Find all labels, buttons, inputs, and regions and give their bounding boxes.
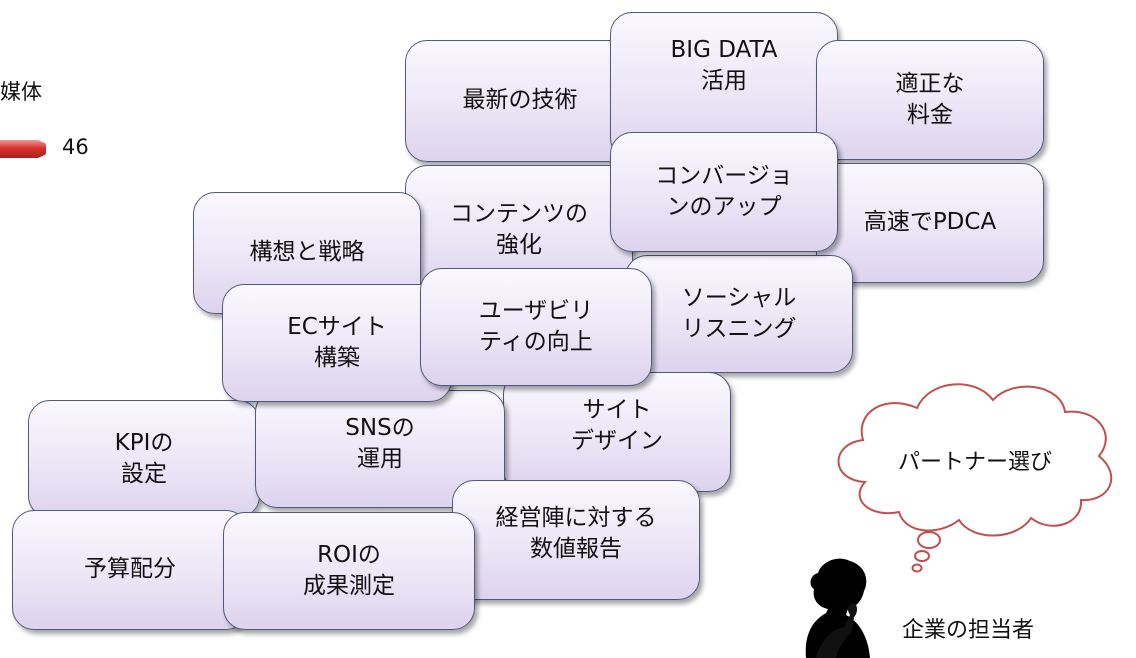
card-roi: ROIの 成果測定 [223,512,475,630]
card-ec-site: ECサイト 構築 [222,284,452,402]
card-usability: ユーザビリ ティの向上 [420,268,652,386]
card-fair-price: 適正な 料金 [816,40,1044,160]
card-budget: 予算配分 [12,510,248,630]
card-social-listening: ソーシャル リスニング [625,255,853,373]
person-label: 企業の担当者 [902,618,1035,643]
fragment-value: 46 [62,135,89,159]
card-conversion: コンバージョ ンのアップ [610,132,838,252]
thought-cloud [837,383,1113,573]
card-exec-report: 経営陣に対する 数値報告 [452,480,700,600]
thought-text: パートナー選び [897,450,1052,475]
card-sns: SNSの 運用 [255,390,505,508]
card-kpi: KPIの 設定 [28,400,260,518]
card-latest-tech: 最新の技術 [405,40,635,162]
card-pdca: 高速でPDCA [816,163,1044,283]
fragment-bar [0,140,46,158]
thinking-person-icon [805,558,870,658]
fragment-title: 媒体 [0,80,42,104]
card-site-design: サイト デザイン [503,372,731,492]
